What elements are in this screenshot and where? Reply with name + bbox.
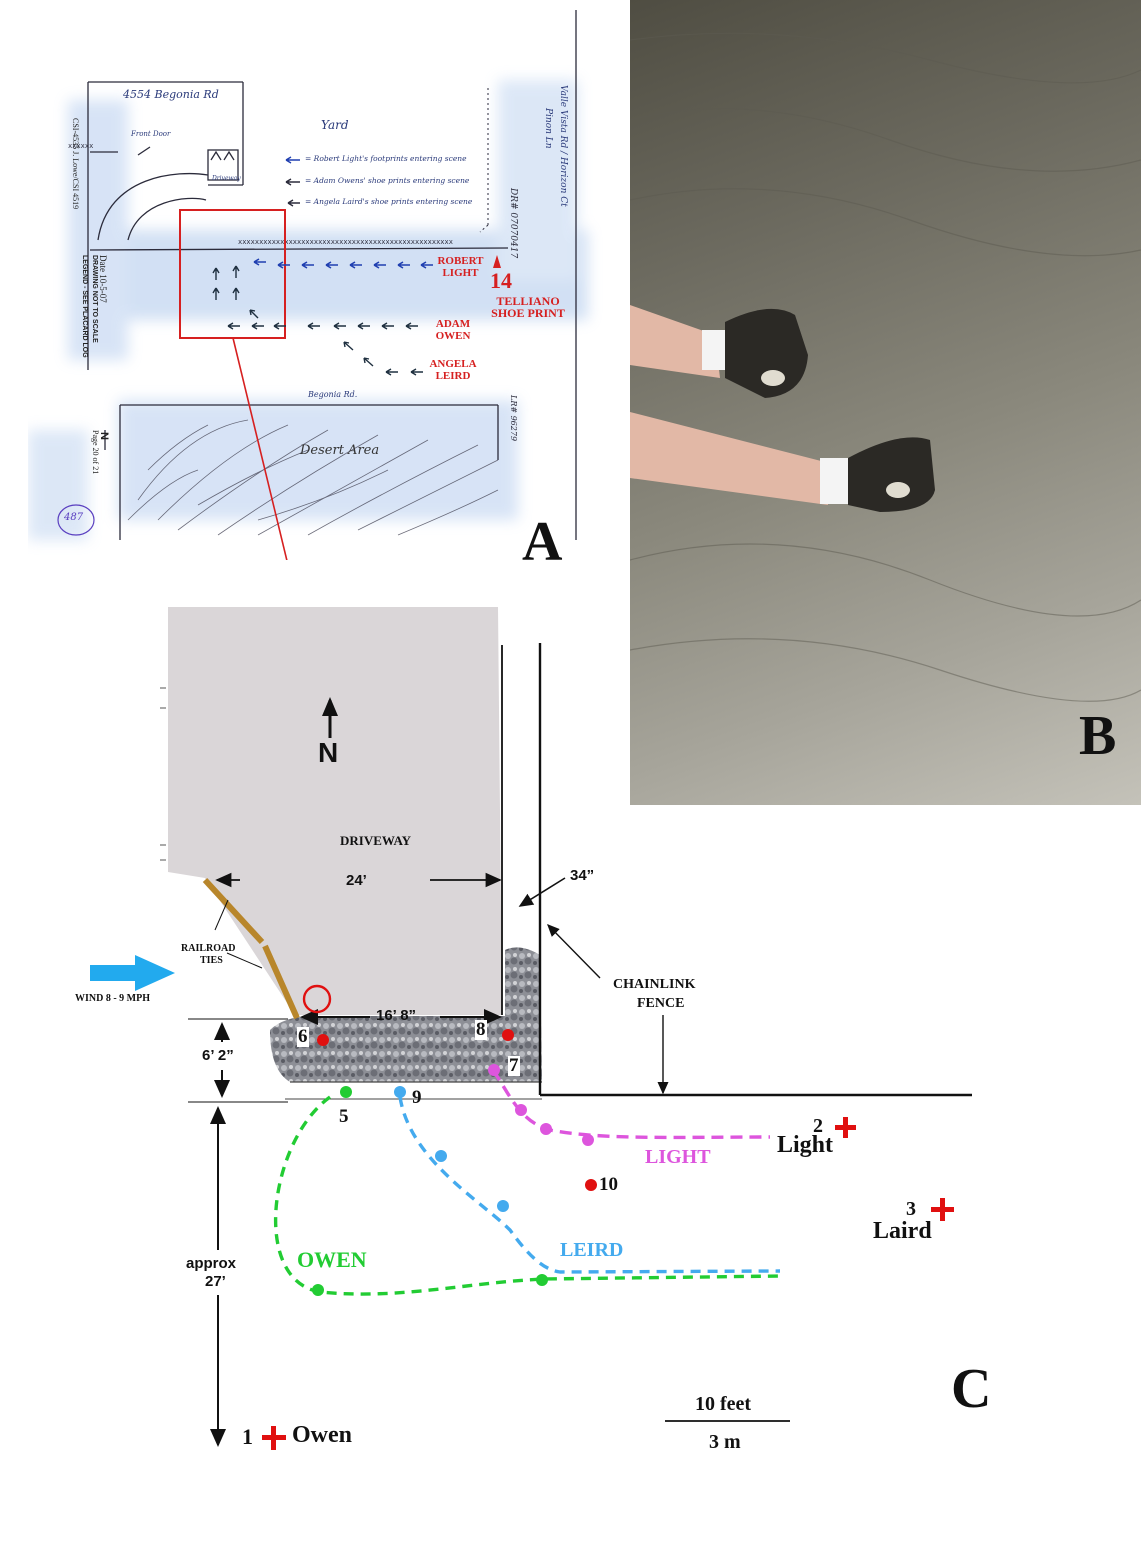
gravel-area bbox=[270, 947, 542, 1082]
label-adam-owen: ADAM OWEN bbox=[435, 318, 471, 342]
dim-16ft8in: 16’ 8” bbox=[376, 1007, 417, 1024]
position-1-owen: Owen bbox=[292, 1422, 352, 1448]
sketch-address: 4554 Begonia Rd bbox=[123, 88, 219, 101]
label-robert-light: ROBERT LIGHT bbox=[437, 255, 484, 279]
evidence-dots bbox=[317, 1029, 597, 1191]
svg-text:xxxxxxxxxxxxxxxxxxxxxxxxxxxxxx: xxxxxxxxxxxxxxxxxxxxxxxxxxxxxxxxxxxxxxxx… bbox=[238, 238, 453, 246]
sketch-linework: xxxxxxxxxxxxxxxxxxxxxxxxxxxxxxxxxxxxxxxx… bbox=[28, 10, 588, 560]
light-dots bbox=[488, 1064, 594, 1146]
label-chainlink: CHAINLINK bbox=[613, 977, 696, 992]
panel-label-a: A bbox=[522, 511, 563, 573]
label-light-path: LIGHT bbox=[645, 1146, 711, 1168]
sketch-legend-light: = Robert Light's footprints entering sce… bbox=[305, 154, 467, 163]
label-fence: FENCE bbox=[637, 996, 685, 1011]
path-light bbox=[491, 1069, 771, 1140]
point-7: 7 bbox=[508, 1055, 520, 1076]
position-crosses bbox=[262, 1117, 954, 1450]
position-1-number: 1 bbox=[242, 1424, 253, 1449]
label-angela-leird: ANGELA LEIRD bbox=[429, 358, 477, 382]
position-3-number: 3 bbox=[906, 1198, 916, 1220]
label-telliano-shoe-print: TELLIANO SHOE PRINT bbox=[491, 294, 565, 320]
label-railroad: RAILROAD bbox=[181, 943, 236, 954]
photo-legs bbox=[630, 32, 1141, 702]
position-2-number: 2 bbox=[813, 1115, 823, 1137]
label-owen-path: OWEN bbox=[297, 1247, 367, 1272]
wind-arrow bbox=[90, 955, 175, 991]
driveway-area bbox=[168, 607, 502, 1015]
sketch-circled-number: 487 bbox=[64, 512, 84, 523]
panel-b-photo: B bbox=[630, 0, 1141, 805]
path-owen bbox=[274, 1095, 781, 1296]
inset-box bbox=[179, 209, 286, 339]
position-2-light: Light bbox=[777, 1132, 834, 1158]
point-10: 10 bbox=[599, 1174, 618, 1195]
sketch-yard: Yard bbox=[321, 118, 349, 132]
diagram-north: N bbox=[318, 737, 339, 768]
dim-approx: approx bbox=[186, 1255, 237, 1272]
sketch-legend-owen: = Adam Owens' shoe prints entering scene bbox=[305, 176, 470, 185]
dim-6ft2in: 6’ 2” bbox=[202, 1047, 234, 1064]
sketch-begonia-rd: Begonia Rd. bbox=[308, 390, 358, 399]
label-leird-path: LEIRD bbox=[560, 1239, 624, 1261]
label-print-14: 14 bbox=[490, 268, 512, 293]
panel-label-b: B bbox=[1079, 705, 1117, 767]
label-driveway: DRIVEWAY bbox=[340, 833, 412, 848]
sketch-front-door: Front Door bbox=[131, 130, 171, 138]
dim-34in: 34” bbox=[570, 867, 595, 884]
point-9: 9 bbox=[412, 1087, 422, 1108]
sketch-legend-laird: = Angela Laird's shoe prints entering sc… bbox=[305, 197, 473, 206]
owen-dots bbox=[312, 1086, 548, 1296]
sketch-driveway-label: Driveway bbox=[212, 175, 241, 182]
position-3-laird: Laird bbox=[873, 1218, 932, 1244]
point-5: 5 bbox=[339, 1106, 349, 1127]
scale-meters: 3 m bbox=[709, 1431, 741, 1453]
dim-27ft: 27’ bbox=[205, 1273, 226, 1290]
label-ties: TIES bbox=[200, 955, 223, 966]
panel-a-sketch: xxxxxxxxxxxxxxxxxxxxxxxxxxxxxxxxxxxxxxxx… bbox=[28, 0, 628, 573]
panel-label-c: C bbox=[951, 1358, 992, 1420]
label-wind: WIND 8 - 9 MPH bbox=[75, 993, 150, 1004]
point-6: 6 bbox=[297, 1026, 309, 1047]
sketch-desert-area: Desert Area bbox=[300, 443, 380, 458]
svg-text:xxxxxx: xxxxxx bbox=[68, 142, 93, 150]
dim-24ft: 24’ bbox=[346, 872, 367, 889]
path-leird bbox=[398, 1096, 781, 1274]
leird-dots bbox=[394, 1086, 509, 1212]
scale-feet: 10 feet bbox=[695, 1393, 752, 1415]
evidence-circle bbox=[302, 984, 332, 1014]
point-8: 8 bbox=[475, 1019, 487, 1040]
